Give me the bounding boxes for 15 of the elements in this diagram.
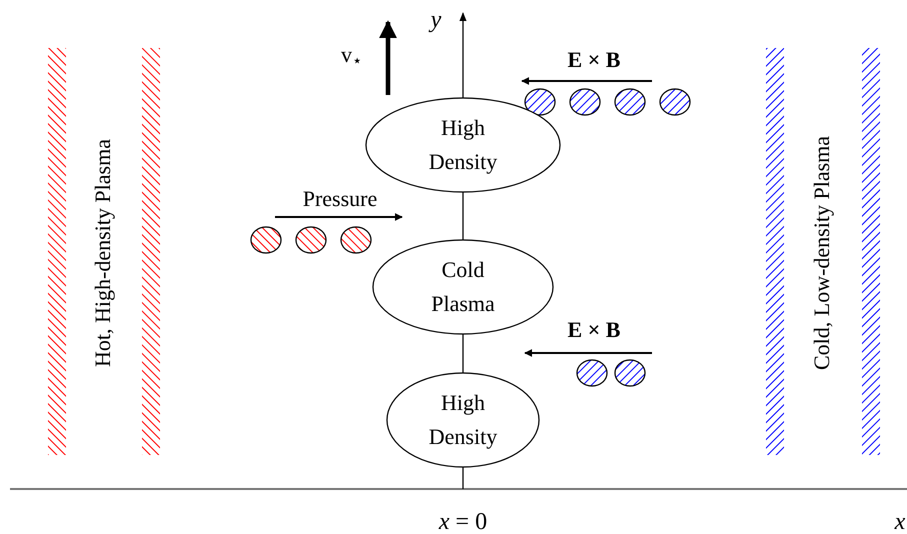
axis-label: x: [894, 510, 906, 534]
node-text: Cold Plasma: [430, 256, 496, 318]
node-text: High Density: [428, 114, 498, 176]
ellipse-node: [386, 372, 540, 468]
drift-label: E × B: [568, 49, 620, 71]
drift-label: E × B: [568, 319, 620, 341]
node-text: High Density: [428, 389, 498, 451]
axis-label: x = 0: [438, 510, 488, 534]
ellipse-node: [365, 97, 561, 193]
force-label: Pressure: [302, 188, 378, 210]
region-label: Hot, High-density Plasma: [92, 139, 114, 367]
ellipse-node: [372, 239, 554, 335]
velocity-label: v$_{⋆}$: [341, 44, 363, 66]
axis-label: y: [430, 8, 442, 32]
region-label: Cold, Low-density Plasma: [811, 136, 833, 370]
